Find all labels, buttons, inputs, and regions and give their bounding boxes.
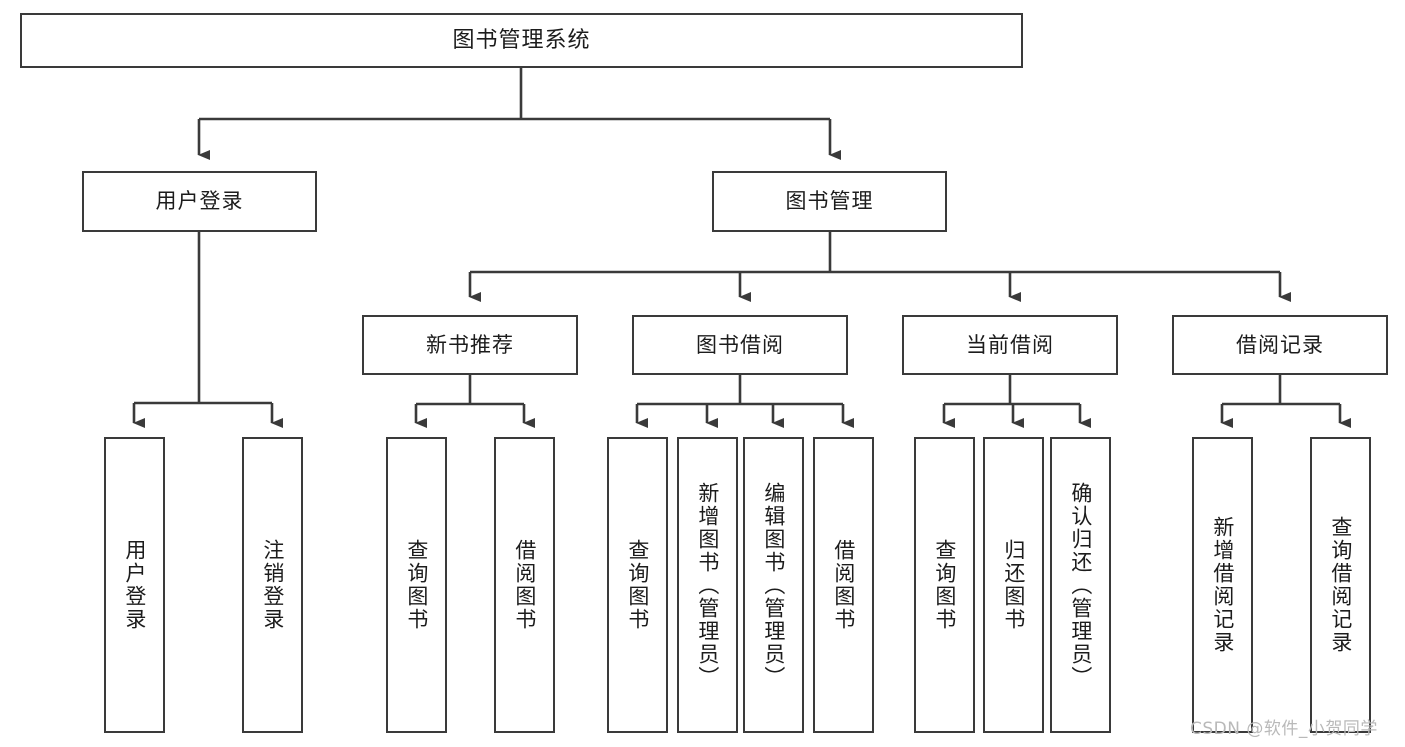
node-root-system[interactable]: 图书管理系统 (20, 13, 1023, 68)
node-label: 注销登录 (260, 539, 285, 631)
node-label: 查询图书 (625, 539, 650, 631)
leaf-user-login[interactable]: 用户登录 (104, 437, 165, 733)
node-label: 用户登录 (122, 539, 147, 631)
leaf-confirm-return-admin[interactable]: 确认归还（管理员） (1050, 437, 1111, 733)
node-label: 当前借阅 (966, 332, 1054, 357)
leaf-add-book-admin[interactable]: 新增图书（管理员） (677, 437, 738, 733)
watermark-text: CSDN @软件_小贺同学 (1190, 719, 1378, 739)
leaf-borrow-book-recommend[interactable]: 借阅图书 (494, 437, 555, 733)
node-label: 确认归还（管理员） (1068, 481, 1093, 689)
node-label: 查询借阅记录 (1328, 516, 1353, 654)
node-label: 图书管理系统 (452, 27, 591, 53)
node-label: 借阅图书 (831, 539, 856, 631)
node-label: 归还图书 (1001, 539, 1026, 631)
leaf-return-book[interactable]: 归还图书 (983, 437, 1044, 733)
node-book-management[interactable]: 图书管理 (712, 171, 947, 232)
leaf-add-borrow-record[interactable]: 新增借阅记录 (1192, 437, 1253, 733)
node-label: 新增借阅记录 (1210, 516, 1235, 654)
node-current-borrow[interactable]: 当前借阅 (902, 315, 1118, 375)
leaf-logout[interactable]: 注销登录 (242, 437, 303, 733)
leaf-query-book-current[interactable]: 查询图书 (914, 437, 975, 733)
node-label: 查询图书 (404, 539, 429, 631)
leaf-edit-book-admin[interactable]: 编辑图书（管理员） (743, 437, 804, 733)
leaf-query-book-recommend[interactable]: 查询图书 (386, 437, 447, 733)
node-label: 查询图书 (932, 539, 957, 631)
leaf-borrow-book[interactable]: 借阅图书 (813, 437, 874, 733)
leaf-query-borrow-record[interactable]: 查询借阅记录 (1310, 437, 1371, 733)
leaf-query-book-borrow[interactable]: 查询图书 (607, 437, 668, 733)
node-label: 新增图书（管理员） (695, 481, 720, 689)
node-label: 编辑图书（管理员） (761, 481, 786, 689)
node-label: 借阅记录 (1236, 332, 1324, 357)
node-book-borrow[interactable]: 图书借阅 (632, 315, 848, 375)
node-label: 新书推荐 (426, 332, 514, 357)
node-label: 图书管理 (785, 189, 874, 214)
node-label: 借阅图书 (512, 539, 537, 631)
node-label: 用户登录 (155, 189, 244, 214)
node-label: 图书借阅 (696, 332, 784, 357)
node-borrow-record[interactable]: 借阅记录 (1172, 315, 1388, 375)
node-new-book-recommend[interactable]: 新书推荐 (362, 315, 578, 375)
node-user-login[interactable]: 用户登录 (82, 171, 317, 232)
